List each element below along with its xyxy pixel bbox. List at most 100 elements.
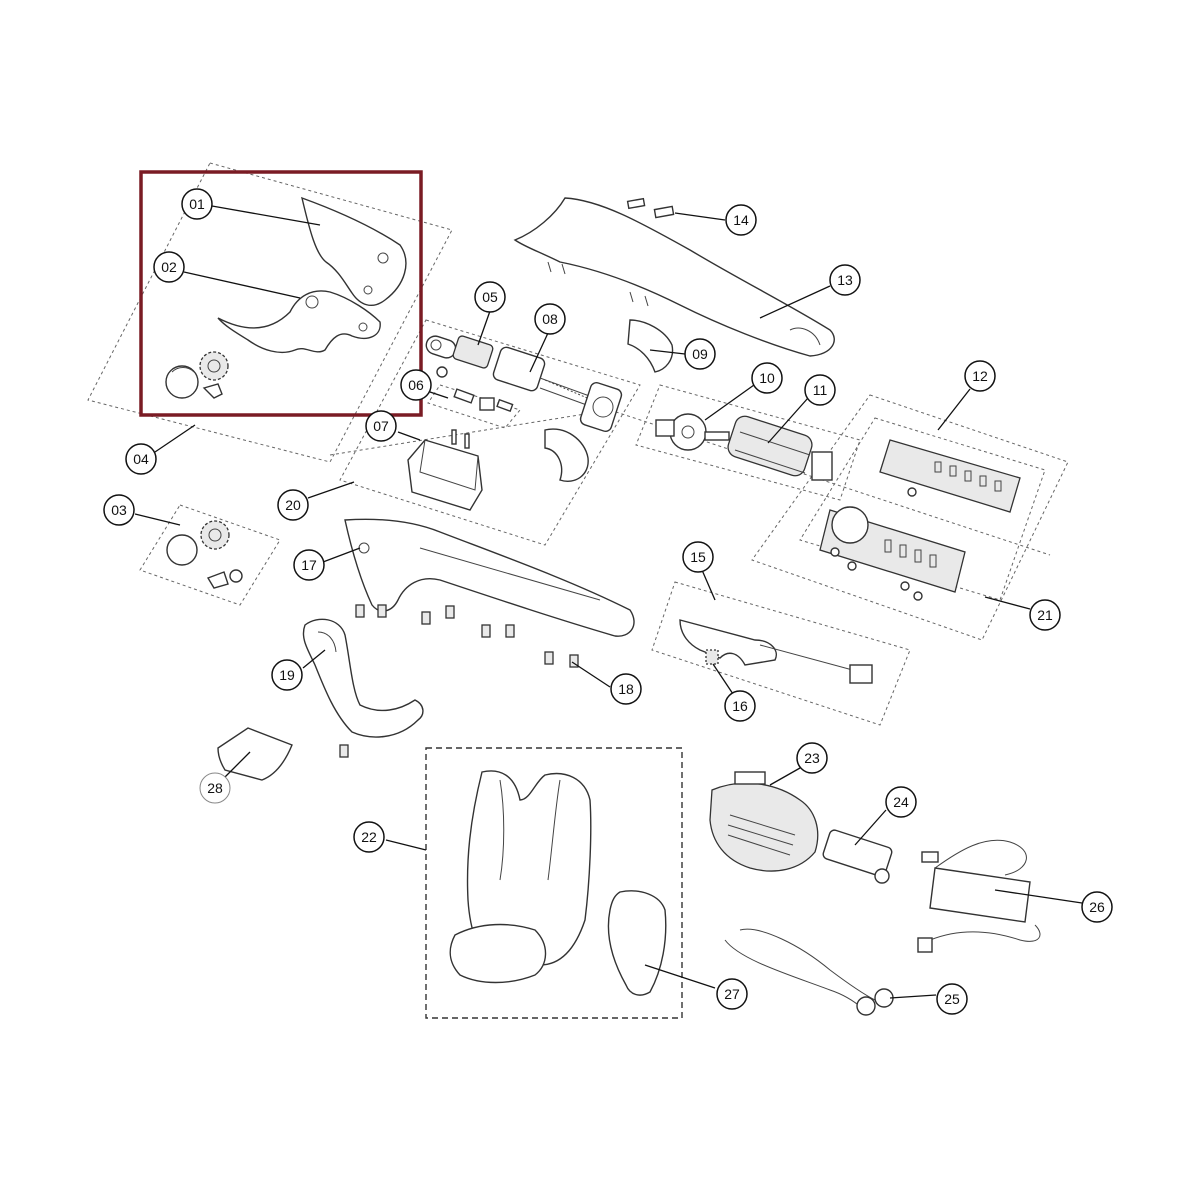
bearing-hole <box>592 396 614 418</box>
callout-label-17: 17 <box>301 557 317 573</box>
callout-label-09: 09 <box>692 346 708 362</box>
callout-label-18: 18 <box>618 681 634 697</box>
trigger-mechanism-part <box>679 619 777 666</box>
lower-blade-pivot <box>305 295 319 309</box>
callout-label-08: 08 <box>542 311 558 327</box>
callout-label-19: 19 <box>279 667 295 683</box>
callout-19: 19 <box>271 659 303 691</box>
battery-handle-part <box>734 771 766 785</box>
highlight-frame <box>139 170 423 417</box>
screw-part-14b <box>653 205 675 219</box>
threaded-sleeve-part <box>452 335 494 369</box>
housing-pin-2 <box>561 263 566 275</box>
callout-10: 10 <box>751 362 783 394</box>
callout-label-16: 16 <box>732 698 748 714</box>
spring-part-2 <box>496 398 514 413</box>
reducer-shaft-part <box>655 419 675 437</box>
nut-highlight <box>171 367 195 373</box>
motor-shaft-part <box>704 431 730 441</box>
axis-line-2 <box>329 409 611 456</box>
bushing-part-top <box>627 319 674 373</box>
holder-end-part <box>831 506 869 544</box>
battery-pack-part <box>709 782 819 872</box>
assembly-frame-03 <box>139 504 281 606</box>
callout-22: 22 <box>353 821 385 853</box>
callout-label-11: 11 <box>813 382 828 398</box>
callout-16: 16 <box>724 690 756 722</box>
gear-hub <box>207 359 221 373</box>
callout-25: 25 <box>936 983 968 1015</box>
callout-24: 24 <box>885 786 917 818</box>
callout-label-12: 12 <box>972 368 988 384</box>
callout-label-01: 01 <box>189 196 205 212</box>
eye-hole <box>430 339 442 351</box>
motor-line-2 <box>734 449 806 474</box>
motor-line-1 <box>739 431 811 456</box>
callout-label-26: 26 <box>1089 899 1105 915</box>
callout-label-05: 05 <box>482 289 498 305</box>
cell-holder-top-slots <box>934 461 1002 492</box>
nut-part-03 <box>166 534 198 566</box>
bottom-screw-2 <box>847 561 857 571</box>
blade-pivot-hole <box>377 252 389 264</box>
callout-label-21: 21 <box>1037 607 1053 623</box>
cable-part-lower <box>724 939 863 1009</box>
assembly-frame-10-11 <box>635 384 861 501</box>
callout-21: 21 <box>1029 599 1061 631</box>
callout-04: 04 <box>125 443 157 475</box>
washer-part-03 <box>229 569 243 583</box>
battery-vents <box>727 814 796 856</box>
gear-reducer-part <box>669 413 707 451</box>
callout-26: 26 <box>1081 891 1113 923</box>
callout-12: 12 <box>964 360 996 392</box>
callout-label-27: 27 <box>724 986 740 1002</box>
callout-09: 09 <box>684 338 716 370</box>
callout-label-23: 23 <box>804 750 820 766</box>
rubber-pad-part <box>217 727 293 781</box>
callout-label-13: 13 <box>837 272 853 288</box>
callout-15: 15 <box>682 541 714 573</box>
holder-screw-part <box>907 487 917 497</box>
callout-08: 08 <box>534 303 566 335</box>
axis-line <box>609 409 1051 556</box>
cable-connector-1 <box>856 996 876 1016</box>
callout-05: 05 <box>474 281 506 313</box>
callout-label-24: 24 <box>893 794 909 810</box>
upper-blade-part <box>301 196 407 307</box>
callout-label-14: 14 <box>733 212 749 228</box>
callout-label-25: 25 <box>944 991 960 1007</box>
bushing-part-bottom <box>544 428 589 482</box>
callout-06: 06 <box>400 369 432 401</box>
callout-label-15: 15 <box>690 549 706 565</box>
harness-straps <box>499 779 561 881</box>
housing-rail-line <box>419 547 601 601</box>
callout-03: 03 <box>103 494 135 526</box>
charger-cable-bottom <box>929 924 1041 942</box>
lower-blade-hole <box>358 322 368 332</box>
small-nut-part <box>436 366 448 378</box>
pivot-nut-part <box>165 365 199 399</box>
housing-end-curve <box>789 327 821 346</box>
trigger-guard-part <box>302 618 424 738</box>
callout-07: 07 <box>365 410 397 442</box>
holster-part <box>607 890 667 996</box>
clamp-screw-2 <box>464 433 470 449</box>
leader-lines <box>134 205 1083 999</box>
gear-part-03 <box>200 520 230 550</box>
charger-mains-plug <box>917 937 933 953</box>
screw-part-14a <box>626 197 646 210</box>
spring-part-16 <box>705 649 719 665</box>
callout-label-07: 07 <box>373 418 389 434</box>
callout-14: 14 <box>725 204 757 236</box>
lower-blade-part <box>217 290 381 354</box>
clip-part-03 <box>206 571 229 589</box>
assembly-frame-21-inner <box>799 417 1046 601</box>
callout-11: 11 <box>804 374 836 406</box>
callout-20: 20 <box>277 489 309 521</box>
housing-screws-group <box>339 604 579 758</box>
callout-17: 17 <box>293 549 325 581</box>
guard-inner-curve <box>317 631 337 653</box>
callout-label-03: 03 <box>111 502 127 518</box>
